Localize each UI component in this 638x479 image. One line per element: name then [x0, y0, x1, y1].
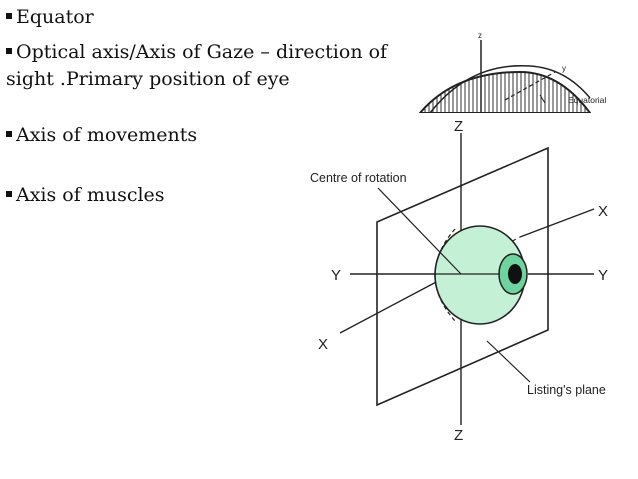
listings-plane-label: Listing's plane	[527, 383, 606, 397]
y-right-label: Y	[598, 267, 608, 284]
z-bottom-label: Z	[454, 427, 463, 444]
bullet-square	[6, 131, 12, 137]
y-axis-line	[504, 71, 556, 101]
bullet-optical-axis: Optical axis/Axis of Gaze – direction of	[6, 40, 387, 64]
pupil	[508, 264, 522, 284]
bullet-axis-movements: Axis of movements	[6, 123, 197, 147]
bullet-equator: Equator	[6, 5, 94, 29]
y-left-label: Y	[331, 267, 341, 284]
bullet-square	[6, 13, 12, 19]
listings-leader	[486, 340, 531, 383]
bullet-square	[6, 48, 12, 54]
listings-plane	[376, 146, 549, 407]
centre-of-rotation-label: Centre of rotation	[310, 171, 407, 185]
x-lower-label: X	[318, 336, 328, 353]
equatorial-label: Equatorial	[568, 95, 606, 105]
bullet-optical-axis-line2: sight .Primary position of eye	[6, 68, 290, 90]
x-axis-lower	[339, 279, 441, 334]
centre-leader	[377, 187, 462, 275]
outer-arc	[429, 64, 591, 113]
x-upper-label: X	[598, 203, 608, 220]
bullet-equator-text: Equator	[16, 6, 94, 28]
top-y-label: y	[562, 64, 566, 73]
bullet-axis-muscles: Axis of muscles	[6, 183, 165, 207]
bullet-axis-movements-text: Axis of movements	[16, 124, 198, 146]
bullet-axis-muscles-text: Axis of muscles	[16, 184, 165, 206]
dashed-meridian	[434, 228, 456, 322]
z-top-label: Z	[454, 118, 463, 135]
top-z-label: z	[478, 31, 482, 40]
x-axis-upper	[519, 208, 595, 238]
bullet-optical-axis-text: Optical axis/Axis of Gaze – direction of	[16, 41, 388, 63]
bullet-square	[6, 191, 12, 197]
